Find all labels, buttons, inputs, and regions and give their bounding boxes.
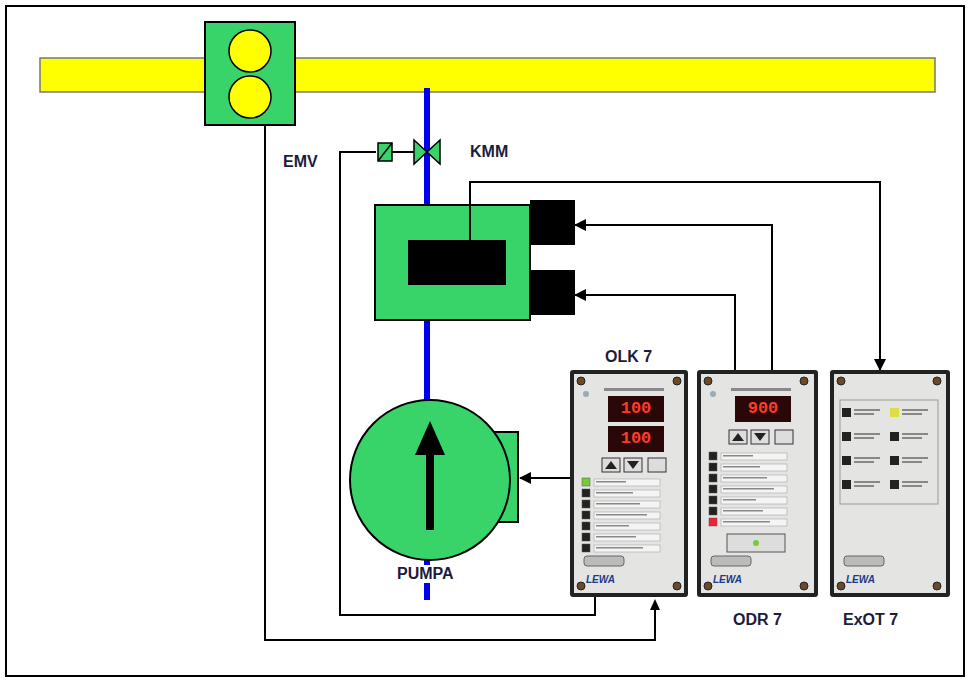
- display-value: 100: [621, 429, 652, 448]
- solenoid-valve-shape: [376, 132, 452, 172]
- brand-logo: LEWA: [846, 574, 875, 585]
- flowmeter-disc: [229, 30, 271, 72]
- brand-logo: LEWA: [713, 574, 742, 585]
- flowmeter-body: [205, 22, 295, 125]
- display-value: 100: [621, 399, 652, 418]
- part-label: OLK 7: [605, 348, 652, 366]
- pump-shape: [345, 395, 520, 590]
- pipeline-band: [40, 58, 935, 92]
- frame: [6, 6, 964, 676]
- signal-connector: [575, 225, 772, 370]
- controller-panel: OLK 7100100LEWA: [570, 370, 688, 597]
- flowmeter-disc: [229, 76, 271, 118]
- signal-connector: [520, 477, 570, 479]
- signal-connector: [340, 152, 595, 615]
- part-label: ExOT 7: [843, 611, 898, 629]
- signal-connector: [470, 182, 880, 370]
- arrowhead: [650, 599, 660, 610]
- mass-flow-meter: KMM: [375, 198, 575, 320]
- signal-connector: [575, 295, 735, 370]
- pump: PUMPA: [345, 395, 520, 590]
- part-label: KMM: [470, 143, 508, 161]
- controller-panel: ExOT 7LEWA: [830, 370, 950, 597]
- part-label: ODR 7: [733, 611, 782, 629]
- mass-flow-meter-shape: [375, 198, 575, 320]
- part-label: PUMPA: [395, 565, 456, 583]
- solenoid-valve: EMV: [376, 132, 452, 172]
- controller-panel-shape: [834, 374, 954, 601]
- display-value: 900: [748, 399, 779, 418]
- part-label: EMV: [283, 153, 318, 171]
- controller-panel: ODR 7900LEWA: [697, 370, 818, 597]
- brand-logo: LEWA: [586, 574, 615, 585]
